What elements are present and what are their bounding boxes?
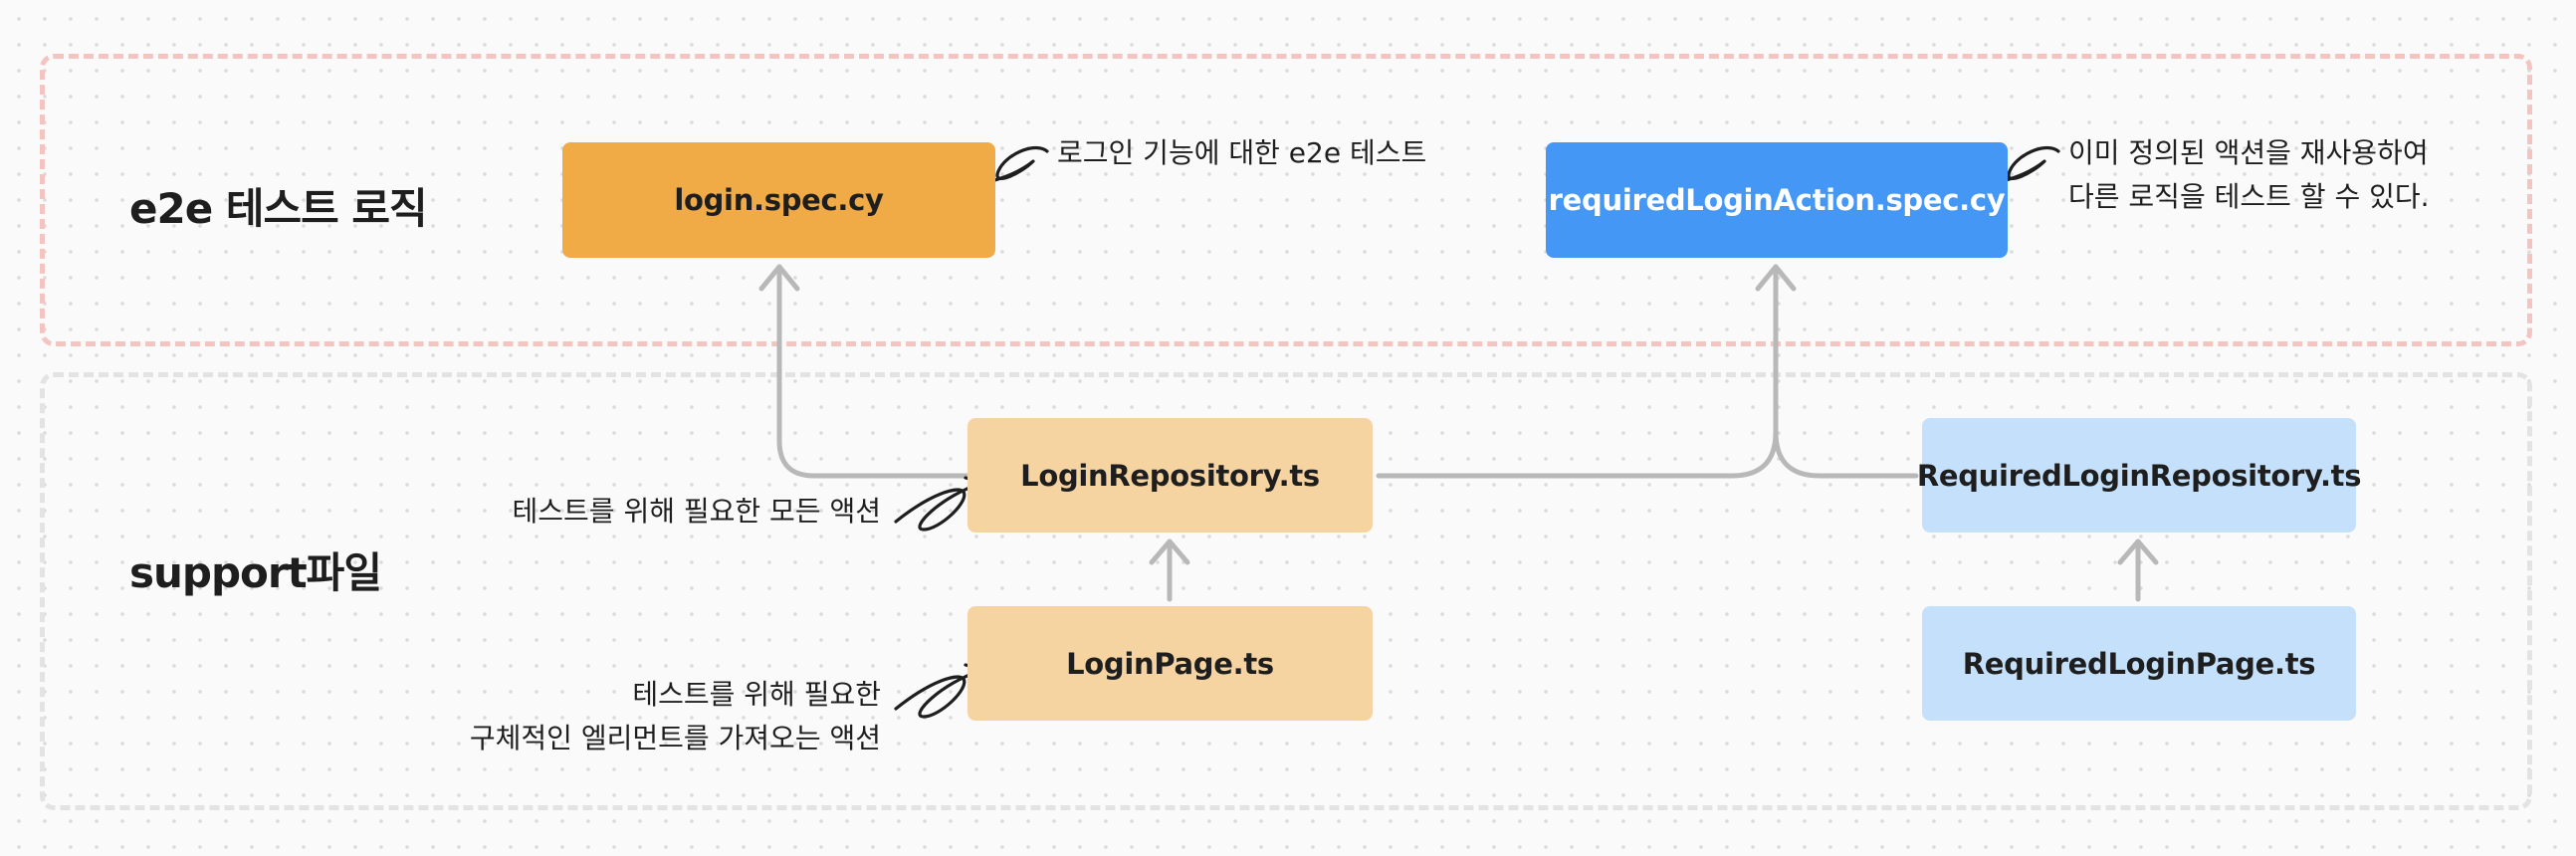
- note-login-page-line-2: 구체적인 엘리먼트를 가져오는 액션: [469, 722, 881, 754]
- login-repository-label: LoginRepository.ts: [1020, 458, 1320, 493]
- scribble-arrow-login-repo: [894, 482, 982, 532]
- scribble-arrow-required-spec: [1987, 145, 2060, 187]
- required-login-page-label: RequiredLoginPage.ts: [1962, 646, 2316, 681]
- scribble-arrow-login-page: [894, 669, 982, 719]
- required-login-page-node[interactable]: RequiredLoginPage.ts: [1922, 606, 2356, 721]
- scribble-arrow-login-spec: [975, 145, 1049, 187]
- support-section-title: support파일: [129, 548, 382, 597]
- note-login-page: 테스트를 위해 필요한 구체적인 엘리먼트를 가져오는 액션: [438, 673, 881, 760]
- edge-arrowhead-login-spec: [758, 264, 800, 292]
- note-login-spec: 로그인 기능에 대한 e2e 테스트: [1057, 131, 1426, 175]
- e2e-section-title: e2e 테스트 로직: [129, 184, 428, 233]
- note-required-spec-line-2: 다른 로직을 테스트 할 수 있다.: [2068, 180, 2430, 213]
- note-login-page-line-1: 테스트를 위해 필요한: [632, 678, 881, 711]
- note-login-repository: 테스트를 위해 필요한 모든 액션: [478, 490, 881, 534]
- required-login-action-spec-label: requiredLoginAction.spec.cy: [1548, 183, 2006, 217]
- e2e-logic-group: [40, 54, 2532, 346]
- edge-arrowhead-required-repo: [2117, 538, 2159, 565]
- note-login-spec-line-1: 로그인 기능에 대한 e2e 테스트: [1057, 136, 1427, 169]
- login-spec-node[interactable]: login.spec.cy: [562, 142, 995, 258]
- edge-required-repo-to-required-spec: [1773, 429, 1919, 479]
- support-files-group: [40, 372, 2532, 810]
- edge-arrowhead-login-repo: [1149, 538, 1190, 565]
- edge-arrowhead-required-spec: [1755, 264, 1797, 292]
- required-login-action-spec-node[interactable]: requiredLoginAction.spec.cy: [1546, 142, 2008, 258]
- login-page-label: LoginPage.ts: [1066, 646, 1274, 681]
- required-login-repository-label: RequiredLoginRepository.ts: [1916, 458, 2362, 493]
- note-login-repository-line-1: 테스트를 위해 필요한 모든 액션: [512, 495, 881, 528]
- note-required-spec-line-1: 이미 정의된 액션을 재사용하여: [2068, 136, 2429, 169]
- login-page-node[interactable]: LoginPage.ts: [967, 606, 1373, 721]
- login-repository-node[interactable]: LoginRepository.ts: [967, 418, 1373, 533]
- required-login-repository-node[interactable]: RequiredLoginRepository.ts: [1917, 418, 2361, 533]
- note-required-spec: 이미 정의된 액션을 재사용하여 다른 로직을 테스트 할 수 있다.: [2068, 131, 2430, 219]
- login-spec-label: login.spec.cy: [674, 183, 884, 217]
- edge-repo-to-required-spec: [1376, 264, 1779, 479]
- edge-repo-to-login-spec: [776, 264, 970, 479]
